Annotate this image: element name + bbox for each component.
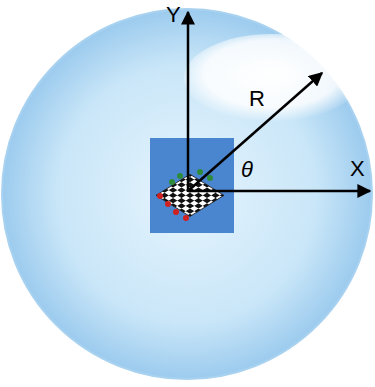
axis-label: X [350, 158, 365, 180]
chessboard-picture [150, 138, 234, 233]
radius-arrow [188, 73, 322, 191]
angle-label: θ [241, 159, 253, 181]
radius-label: R [249, 88, 265, 110]
axis-label: Y [166, 4, 181, 26]
sphere [2, 9, 372, 379]
y-axis [187, 12, 190, 192]
x-axis [188, 190, 370, 193]
highlight [184, 34, 360, 122]
